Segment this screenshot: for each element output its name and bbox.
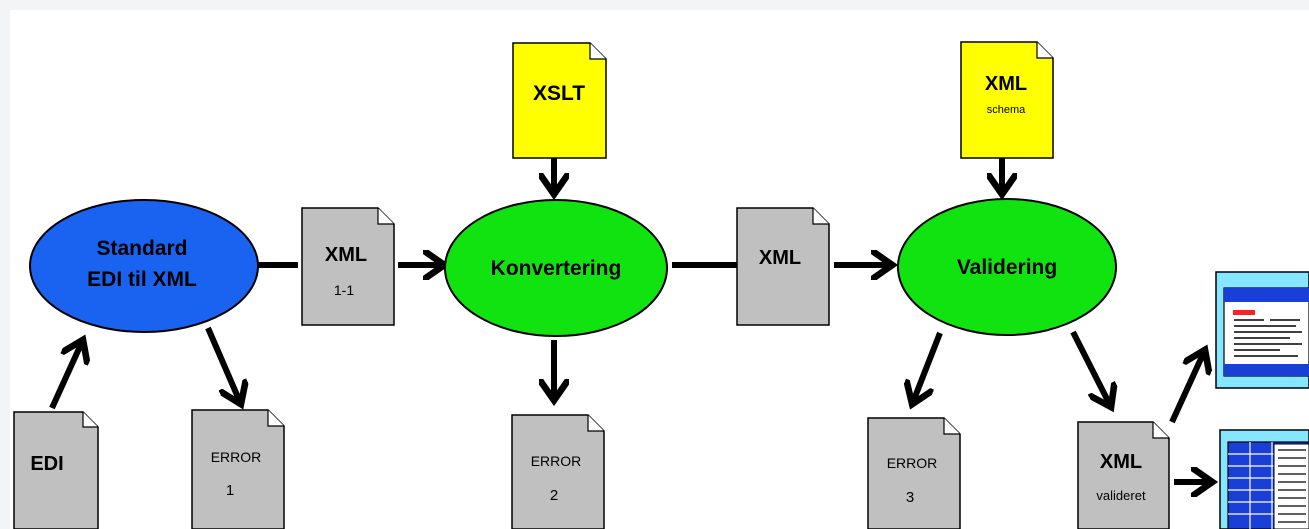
konvertering-ellipse (444, 199, 668, 337)
validering-ellipse (897, 198, 1117, 336)
doc-xml-1-1: XML 1-1 (301, 207, 395, 326)
xml11-sub: 1-1 (334, 282, 354, 298)
error1-sub: 1 (226, 482, 234, 499)
xml-schema-sub: schema (987, 104, 1026, 116)
xml-mid-label: XML (759, 247, 801, 269)
node-validering: Validering (897, 198, 1117, 336)
doc-xml-schema: XML schema (960, 41, 1054, 159)
error2-sub: 2 (550, 487, 558, 504)
konvertering-label: Konvertering (491, 257, 622, 280)
doc-error-3: ERROR 3 (867, 417, 961, 529)
node-konvertering: Konvertering (444, 199, 668, 337)
doc-edi: EDI (13, 411, 99, 529)
standard-label-line1: Standard (96, 237, 187, 260)
xml-valideret-label: XML (1100, 451, 1142, 473)
xml-schema-label: XML (985, 73, 1027, 95)
xslt-label: XSLT (533, 82, 585, 105)
workflow-diagram: Standard EDI til XML Konvertering Valide… (13, 41, 1309, 529)
arrow-validering-to-error3 (913, 331, 943, 402)
arrow-edi-to-standard (49, 342, 82, 410)
xml-valideret-sub: valideret (1096, 488, 1146, 503)
arrow-to-output-form (1169, 352, 1204, 424)
diagram-canvas: Standard EDI til XML Konvertering Valide… (10, 10, 1309, 529)
doc-error-2: ERROR 2 (511, 414, 605, 529)
error2-label: ERROR (531, 453, 582, 469)
arrow-standard-to-error1 (205, 326, 240, 402)
output-table-icon (1219, 429, 1309, 529)
error1-label: ERROR (211, 449, 262, 465)
arrow-validering-to-xml-valideret (1070, 330, 1110, 405)
output-form-icon (1215, 271, 1309, 389)
xml11-label: XML (325, 244, 367, 266)
doc-xml-mid: XML (736, 207, 830, 326)
error3-sub: 3 (906, 489, 914, 506)
doc-xslt: XSLT (512, 42, 607, 159)
doc-error-1: ERROR 1 (191, 409, 285, 529)
edi-label: EDI (30, 453, 63, 475)
standard-ellipse (29, 199, 259, 333)
connectors (49, 158, 1210, 482)
validering-label: Validering (957, 256, 1057, 279)
doc-xml-valideret: XML valideret (1077, 421, 1170, 529)
node-standard: Standard EDI til XML (29, 199, 259, 333)
error3-label: ERROR (887, 455, 938, 471)
standard-label-line2: EDI til XML (87, 268, 197, 291)
